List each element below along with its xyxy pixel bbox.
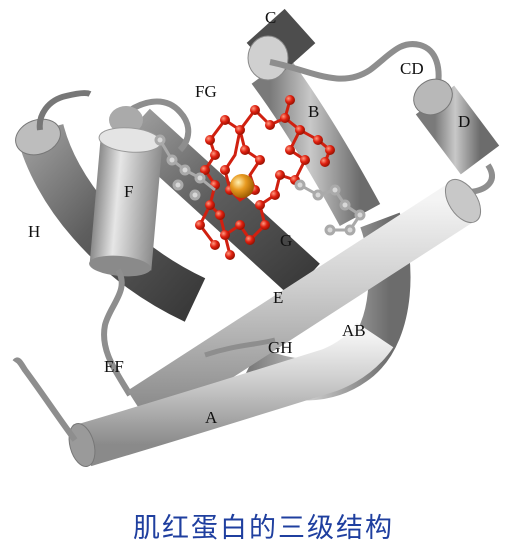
loop-CD [269, 41, 442, 86]
label-B: B [308, 102, 319, 121]
histidine-side-chains [154, 134, 366, 236]
label-GH: GH [268, 338, 293, 357]
helix-D [413, 78, 500, 195]
label-G: G [280, 231, 292, 250]
protein-structure-svg: C CD D FG B F H G E AB GH EF A [12, 8, 500, 467]
label-E: E [273, 288, 283, 307]
iron-atom [230, 174, 254, 198]
loop-FG [109, 98, 192, 153]
figure-caption: 肌红蛋白的三级结构 [133, 513, 394, 544]
label-FG: FG [195, 82, 217, 101]
helix-E [127, 178, 482, 430]
label-A: A [205, 408, 218, 427]
helix-H [15, 89, 206, 322]
helix-C [246, 8, 316, 81]
label-F: F [124, 182, 133, 201]
label-EF: EF [104, 357, 124, 376]
label-CD: CD [400, 59, 424, 78]
loop-EF [101, 268, 133, 397]
label-H: H [28, 222, 40, 241]
helix-A [12, 322, 394, 467]
helix-F [89, 127, 163, 277]
label-AB: AB [342, 321, 366, 340]
heme-group [195, 95, 335, 260]
loop-GH [204, 337, 276, 358]
label-D: D [458, 112, 470, 131]
label-C: C [265, 8, 276, 27]
